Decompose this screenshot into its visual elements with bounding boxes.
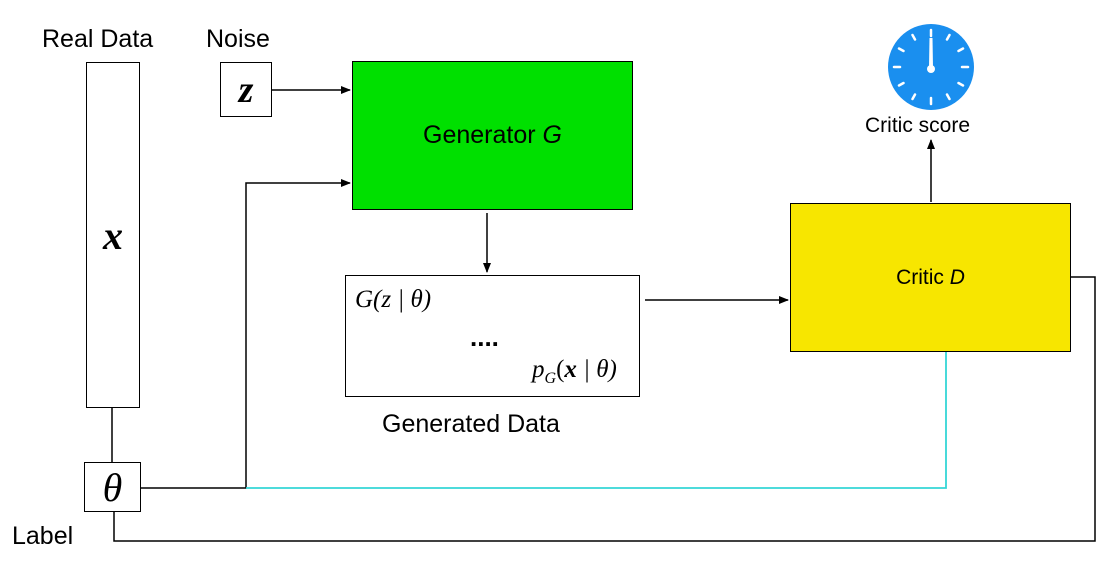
generator-label: Generator G — [423, 121, 562, 149]
critic-box: Critic D — [790, 203, 1071, 352]
noise-box: z — [220, 62, 272, 117]
noise-label: Noise — [206, 25, 270, 53]
z-symbol: z — [238, 68, 254, 111]
generated-data-box: G(z | θ) .... pG(x | θ) — [345, 275, 640, 397]
stopwatch-icon — [888, 24, 974, 110]
generated-data-label: Generated Data — [382, 410, 560, 438]
real-data-label: Real Data — [42, 25, 154, 53]
critic-label: Critic D — [896, 265, 965, 289]
generator-box: Generator G — [352, 61, 633, 210]
line-label-to-generator — [141, 179, 351, 489]
generated-formula-g: G(z | θ) — [355, 286, 432, 313]
theta-box: θ — [84, 462, 141, 512]
generated-dots: .... — [470, 322, 499, 352]
x-symbol: x — [103, 212, 123, 258]
line-critic-to-label-loop — [113, 276, 1096, 542]
theta-symbol: θ — [102, 464, 123, 510]
line-label-to-critic-cyan — [246, 352, 947, 489]
real-data-box: x — [86, 62, 140, 408]
generated-formula-p: pG(x | θ) — [532, 356, 617, 387]
critic-score-label: Critic score — [865, 114, 971, 137]
label-label: Label — [12, 522, 74, 550]
